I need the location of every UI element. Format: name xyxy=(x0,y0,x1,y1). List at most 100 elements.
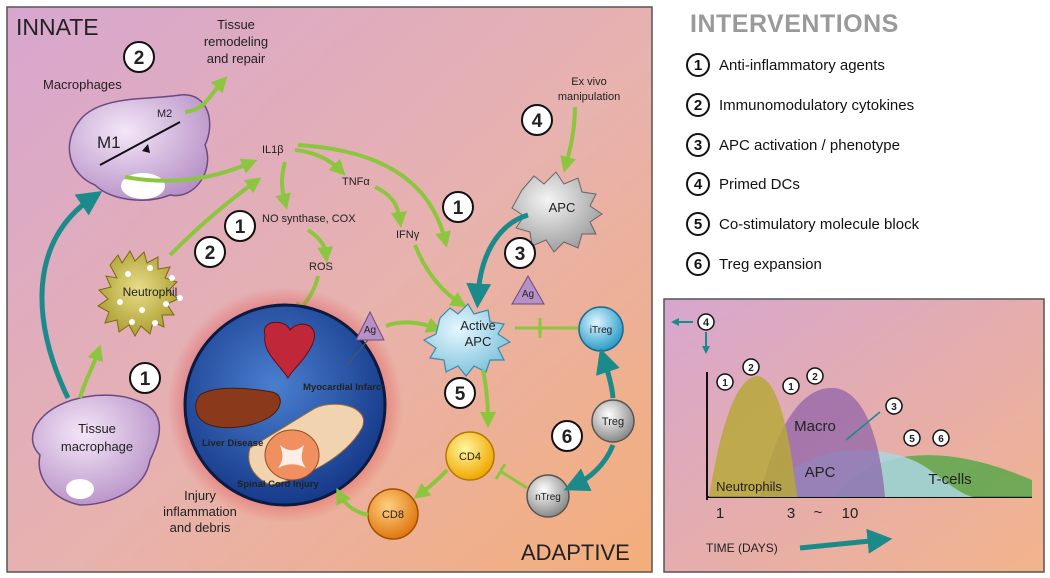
svg-text:1: 1 xyxy=(140,369,151,390)
timeline-mark-2a: 2 xyxy=(742,358,760,376)
treg-label: Treg xyxy=(602,416,624,428)
badge-apc-4: 4 xyxy=(521,104,553,136)
tick-1: 1 xyxy=(716,505,724,522)
arrow-cd8-injury xyxy=(336,487,369,517)
timeline-mark-1a: 1 xyxy=(716,373,734,391)
ntreg-cell xyxy=(526,474,570,518)
apc-timeline-label: APC xyxy=(805,464,836,481)
arrow-macrophage-il1b xyxy=(124,158,258,183)
intervention-label-3: APC activation / phenotype xyxy=(719,136,900,154)
intervention-label-1: Anti-inflammatory agents xyxy=(719,56,885,74)
macrophages-label: Macrophages xyxy=(43,77,122,92)
svg-text:1: 1 xyxy=(235,217,246,238)
tissue-macrophage-line1: Tissue xyxy=(78,421,116,436)
injury-text-line2: inflammation xyxy=(163,504,237,519)
arrow-m2-remodeling xyxy=(184,76,228,114)
badge-neutro-2: 2 xyxy=(194,236,226,268)
arrow-neutrophil-il1b xyxy=(168,177,262,257)
ag-label-right: Ag xyxy=(522,289,534,300)
timeline-marker-4: 4 xyxy=(697,313,715,331)
interventions-title: INTERVENTIONS xyxy=(690,10,899,38)
myocardial-infarct-label: Myocardial Infarct xyxy=(303,382,385,393)
arrow-exvivo-apc xyxy=(560,106,577,173)
active-apc-cell xyxy=(422,303,512,377)
adaptive-label: ADAPTIVE xyxy=(521,540,630,565)
svg-text:5: 5 xyxy=(455,384,466,405)
timeline-mark-2b: 2 xyxy=(806,367,824,385)
ag-stem-left xyxy=(345,339,369,367)
arrow-il1b-nosynthase xyxy=(275,161,291,210)
intervention-item-5: 5 Co-stimulatory molecule block xyxy=(686,211,919,237)
m1-m2-pointer-icon xyxy=(142,144,150,153)
intervention-item-6: 6 Treg expansion xyxy=(686,251,822,277)
svg-text:1: 1 xyxy=(453,198,464,219)
ex-vivo-line1: Ex vivo xyxy=(571,76,606,88)
arrow-tissuemac-to-macrophage xyxy=(39,190,103,400)
intervention-number-4: 4 xyxy=(686,172,710,196)
antigen-left-icon xyxy=(355,310,385,341)
intervention-label-4: Primed DCs xyxy=(719,175,800,193)
tick-10: 10 xyxy=(842,505,859,522)
svg-text:3: 3 xyxy=(515,244,526,265)
m1-m2-divider xyxy=(99,121,181,166)
neutrophil-label: Neutrophil xyxy=(123,285,178,299)
tick-3: 3 xyxy=(787,505,795,522)
itreg-label: iTreg xyxy=(590,325,612,336)
badge-tissue-1: 1 xyxy=(129,362,161,394)
apc-label: APC xyxy=(549,200,576,215)
intervention-number-5: 5 xyxy=(686,212,710,236)
tick-tilde: ~ xyxy=(814,504,823,521)
apc-pointer-line xyxy=(845,411,881,441)
spinal-cord-injury-label: Spinal Cord Injury xyxy=(237,479,320,490)
tcells-label: T-cells xyxy=(928,471,971,488)
injury-text-line1: Injury xyxy=(184,488,216,503)
injury-text-line3: and debris xyxy=(170,520,231,535)
tissue-remodeling-line3: and repair xyxy=(207,51,266,66)
intervention-number-3: 3 xyxy=(686,133,710,157)
svg-text:2: 2 xyxy=(134,48,145,69)
neutrophil-cell xyxy=(97,250,179,338)
inhibit-itreg-apc xyxy=(515,318,578,338)
time-axis-label: TIME (DAYS) xyxy=(706,541,778,555)
antigen-right-icon xyxy=(511,274,545,305)
arrow-il1b-activeapc xyxy=(297,143,451,248)
tissue-remodeling-line2: remodeling xyxy=(204,34,268,49)
svg-text:4: 4 xyxy=(532,111,543,132)
liver-disease-label: Liver Disease xyxy=(202,438,263,449)
svg-text:2: 2 xyxy=(205,243,216,264)
intervention-item-2: 2 Immunomodulatory cytokines xyxy=(686,92,914,118)
m1-label: M1 xyxy=(97,133,121,152)
apc-cell xyxy=(511,171,603,253)
arrow-treg-itreg xyxy=(596,348,620,399)
tissue-remodeling-line1: Tissue xyxy=(217,17,255,32)
inhibit-ntreg-cd4 xyxy=(494,463,528,490)
arrow-cd4-cd8 xyxy=(413,468,449,499)
tissue-macrophage-cell xyxy=(31,394,161,506)
heart-icon xyxy=(263,321,315,380)
timeline-mark-1b: 1 xyxy=(782,377,800,395)
treg-cell xyxy=(591,399,635,443)
macro-label: Macro xyxy=(794,418,836,435)
svg-text:2: 2 xyxy=(748,363,754,374)
ex-vivo-line2: manipulation xyxy=(558,91,620,103)
innate-label: INNATE xyxy=(16,14,99,40)
svg-text:2: 2 xyxy=(812,372,818,383)
neutrophil-granules xyxy=(117,265,183,326)
active-apc-line2: APC xyxy=(465,334,492,349)
no-synthase-label: NO synthase, COX xyxy=(262,213,356,225)
cd4-cell xyxy=(445,431,495,481)
cd4-label: CD4 xyxy=(459,451,481,463)
time-axis-arrow xyxy=(799,528,893,554)
il1b-label: IL1β xyxy=(262,144,284,156)
badge-neutro-1: 1 xyxy=(224,210,256,242)
arrow-tissuemac-to-neutrophil xyxy=(78,344,104,399)
m2-label: M2 xyxy=(157,108,172,120)
badge-apc-3: 3 xyxy=(504,237,536,269)
arrow-nosynthase-ros xyxy=(306,228,334,263)
ntreg-label: nTreg xyxy=(535,492,561,503)
intervention-number-1: 1 xyxy=(686,53,710,77)
arrow-il1b-tnfa xyxy=(294,148,346,176)
ifng-label: IFNγ xyxy=(396,229,420,241)
intervention-label-6: Treg expansion xyxy=(719,255,822,273)
